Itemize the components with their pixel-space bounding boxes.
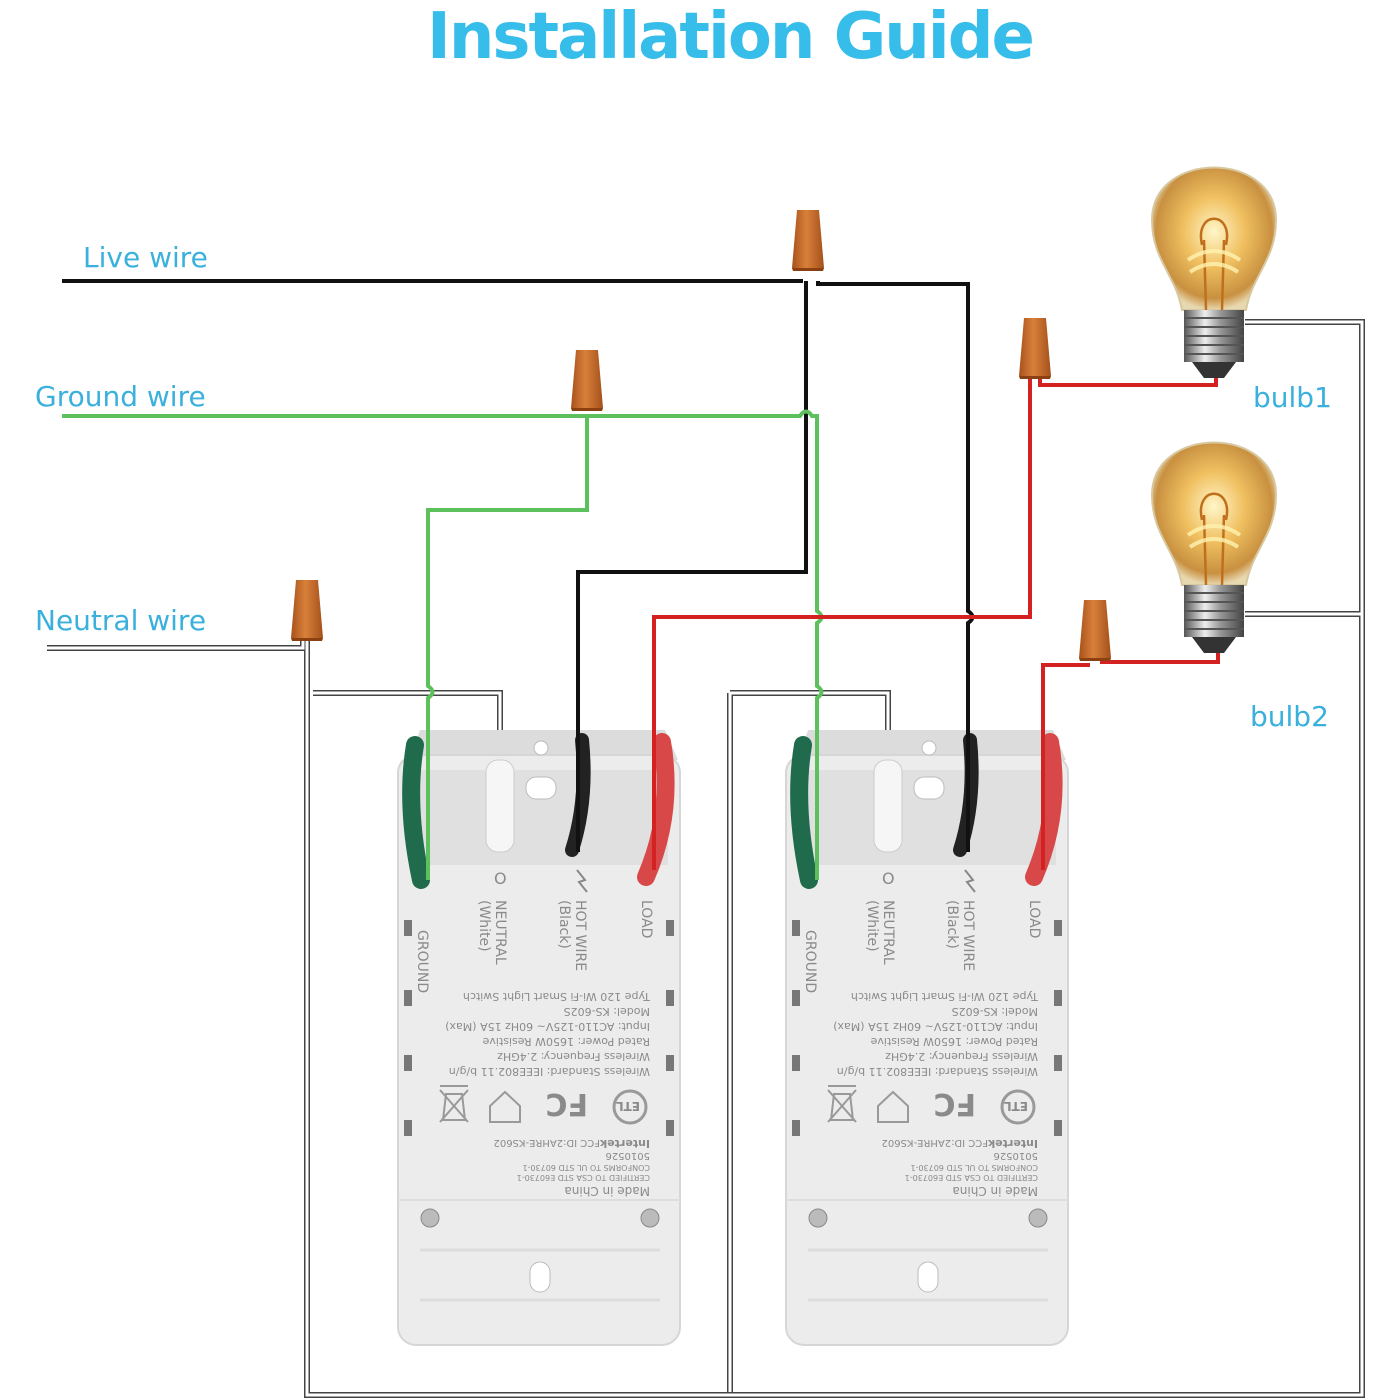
svg-text:Wireless Frequency: 2.4GHz: Wireless Frequency: 2.4GHz <box>885 1050 1038 1063</box>
wire-nut-neutral <box>291 580 323 641</box>
page-title: Installation Guide <box>427 0 1033 74</box>
terminal-label-hot: HOT WIRE <box>960 900 976 971</box>
svg-text:CERTIFIED TO CSA STD E60730-1: CERTIFIED TO CSA STD E60730-1 <box>905 1173 1038 1182</box>
terminal-label-neutral: NEUTRAL <box>492 900 508 965</box>
svg-text:Type 120 Wi-Fi Smart Light Swi: Type 120 Wi-Fi Smart Light Switch <box>851 990 1039 1003</box>
label-neutral-wire: Neutral wire <box>35 604 206 637</box>
screw-icon <box>420 1208 440 1228</box>
neutral-symbol: O <box>494 869 507 888</box>
svg-text:ETL: ETL <box>616 1099 640 1113</box>
weee-bin-icon <box>827 1085 857 1123</box>
fcc-mark: FC <box>933 1086 976 1121</box>
svg-text:Intertek: Intertek <box>599 1137 650 1150</box>
svg-text:CONFORMS TO UL STD 60730-1: CONFORMS TO UL STD 60730-1 <box>522 1163 650 1172</box>
svg-text:Intertek: Intertek <box>987 1137 1038 1150</box>
etl-mark-icon <box>1000 1089 1036 1125</box>
fcc-mark: FC <box>545 1086 588 1121</box>
screw-icon <box>1028 1208 1048 1228</box>
hot-symbol-icon <box>964 869 976 893</box>
terminal-label-hot: HOT WIRE <box>572 900 588 971</box>
terminal-label-hot-sub: (Black) <box>556 900 572 949</box>
label-ground-wire: Ground wire <box>35 380 206 413</box>
wire-nut-bulb2 <box>1079 600 1111 661</box>
svg-text:Input: AC110-125V~ 60Hz 15A (M: Input: AC110-125V~ 60Hz 15A (Max) <box>445 1020 650 1033</box>
svg-text:Made in China: Made in China <box>564 1184 650 1198</box>
terminal-label-neutral: NEUTRAL <box>880 900 896 965</box>
smart-switch-2: GROUND NEUTRAL (White) HOT WIRE (Black) … <box>785 730 1069 1346</box>
svg-text:ETL: ETL <box>1004 1099 1028 1113</box>
terminal-label-ground: GROUND <box>414 930 430 993</box>
weee-bin-icon <box>439 1085 469 1123</box>
terminal-label-load: LOAD <box>1026 900 1042 938</box>
wire-nut-ground <box>571 350 603 411</box>
svg-text:FCC ID:2AHRE-KS602: FCC ID:2AHRE-KS602 <box>881 1137 988 1148</box>
svg-text:5010526: 5010526 <box>993 1150 1038 1161</box>
label-live-wire: Live wire <box>83 241 208 274</box>
svg-text:FCC ID:2AHRE-KS602: FCC ID:2AHRE-KS602 <box>493 1137 600 1148</box>
hot-symbol-icon <box>576 869 588 893</box>
svg-text:Wireless Standard: IEEE802.11: Wireless Standard: IEEE802.11 b/g/n <box>449 1065 650 1078</box>
svg-text:Wireless Standard: IEEE802.11: Wireless Standard: IEEE802.11 b/g/n <box>837 1065 1038 1078</box>
svg-text:Model: KS-602S: Model: KS-602S <box>564 1005 650 1018</box>
svg-text:CONFORMS TO UL STD 60730-1: CONFORMS TO UL STD 60730-1 <box>910 1163 1038 1172</box>
screw-icon <box>808 1208 828 1228</box>
spec-label: Made in China CERTIFIED TO CSA STD E6073… <box>439 990 651 1198</box>
neutral-wires <box>47 319 1365 1398</box>
svg-text:Type 120 Wi-Fi Smart Light Swi: Type 120 Wi-Fi Smart Light Switch <box>463 990 651 1003</box>
svg-text:Made in China: Made in China <box>952 1184 1038 1198</box>
smart-switch-1: GROUND NEUTRAL (White) HOT WIRE (Black) … <box>397 730 681 1346</box>
svg-text:Rated Power: 1650W Resistive: Rated Power: 1650W Resistive <box>482 1035 650 1048</box>
terminal-label-neutral-sub: (White) <box>476 900 492 952</box>
bulb1-icon <box>1150 165 1278 380</box>
etl-mark-icon <box>612 1089 648 1125</box>
screw-icon <box>640 1208 660 1228</box>
wire-nut-live <box>792 210 824 271</box>
svg-text:5010526: 5010526 <box>605 1150 650 1161</box>
recycle-mark-icon <box>877 1090 909 1123</box>
label-bulb2: bulb2 <box>1250 700 1329 733</box>
svg-text:Input: AC110-125V~ 60Hz 15A (M: Input: AC110-125V~ 60Hz 15A (Max) <box>833 1020 1038 1033</box>
label-bulb1: bulb1 <box>1253 381 1332 414</box>
spec-label: Made in China CERTIFIED TO CSA STD E6073… <box>827 990 1039 1198</box>
neutral-symbol: O <box>882 869 895 888</box>
terminal-label-ground: GROUND <box>802 930 818 993</box>
svg-text:Model: KS-602S: Model: KS-602S <box>952 1005 1038 1018</box>
recycle-mark-icon <box>489 1090 521 1123</box>
svg-text:Rated Power: 1650W Resistive: Rated Power: 1650W Resistive <box>870 1035 1038 1048</box>
load-wire <box>652 372 1220 870</box>
svg-text:Wireless Frequency: 2.4GHz: Wireless Frequency: 2.4GHz <box>497 1050 650 1063</box>
terminal-label-neutral-sub: (White) <box>864 900 880 952</box>
svg-text:CERTIFIED TO CSA STD E60730-1: CERTIFIED TO CSA STD E60730-1 <box>517 1173 650 1182</box>
bulb2-icon <box>1150 440 1278 655</box>
terminal-label-load: LOAD <box>638 900 654 938</box>
wire-nut-bulb1 <box>1019 318 1051 379</box>
terminal-label-hot-sub: (Black) <box>944 900 960 949</box>
